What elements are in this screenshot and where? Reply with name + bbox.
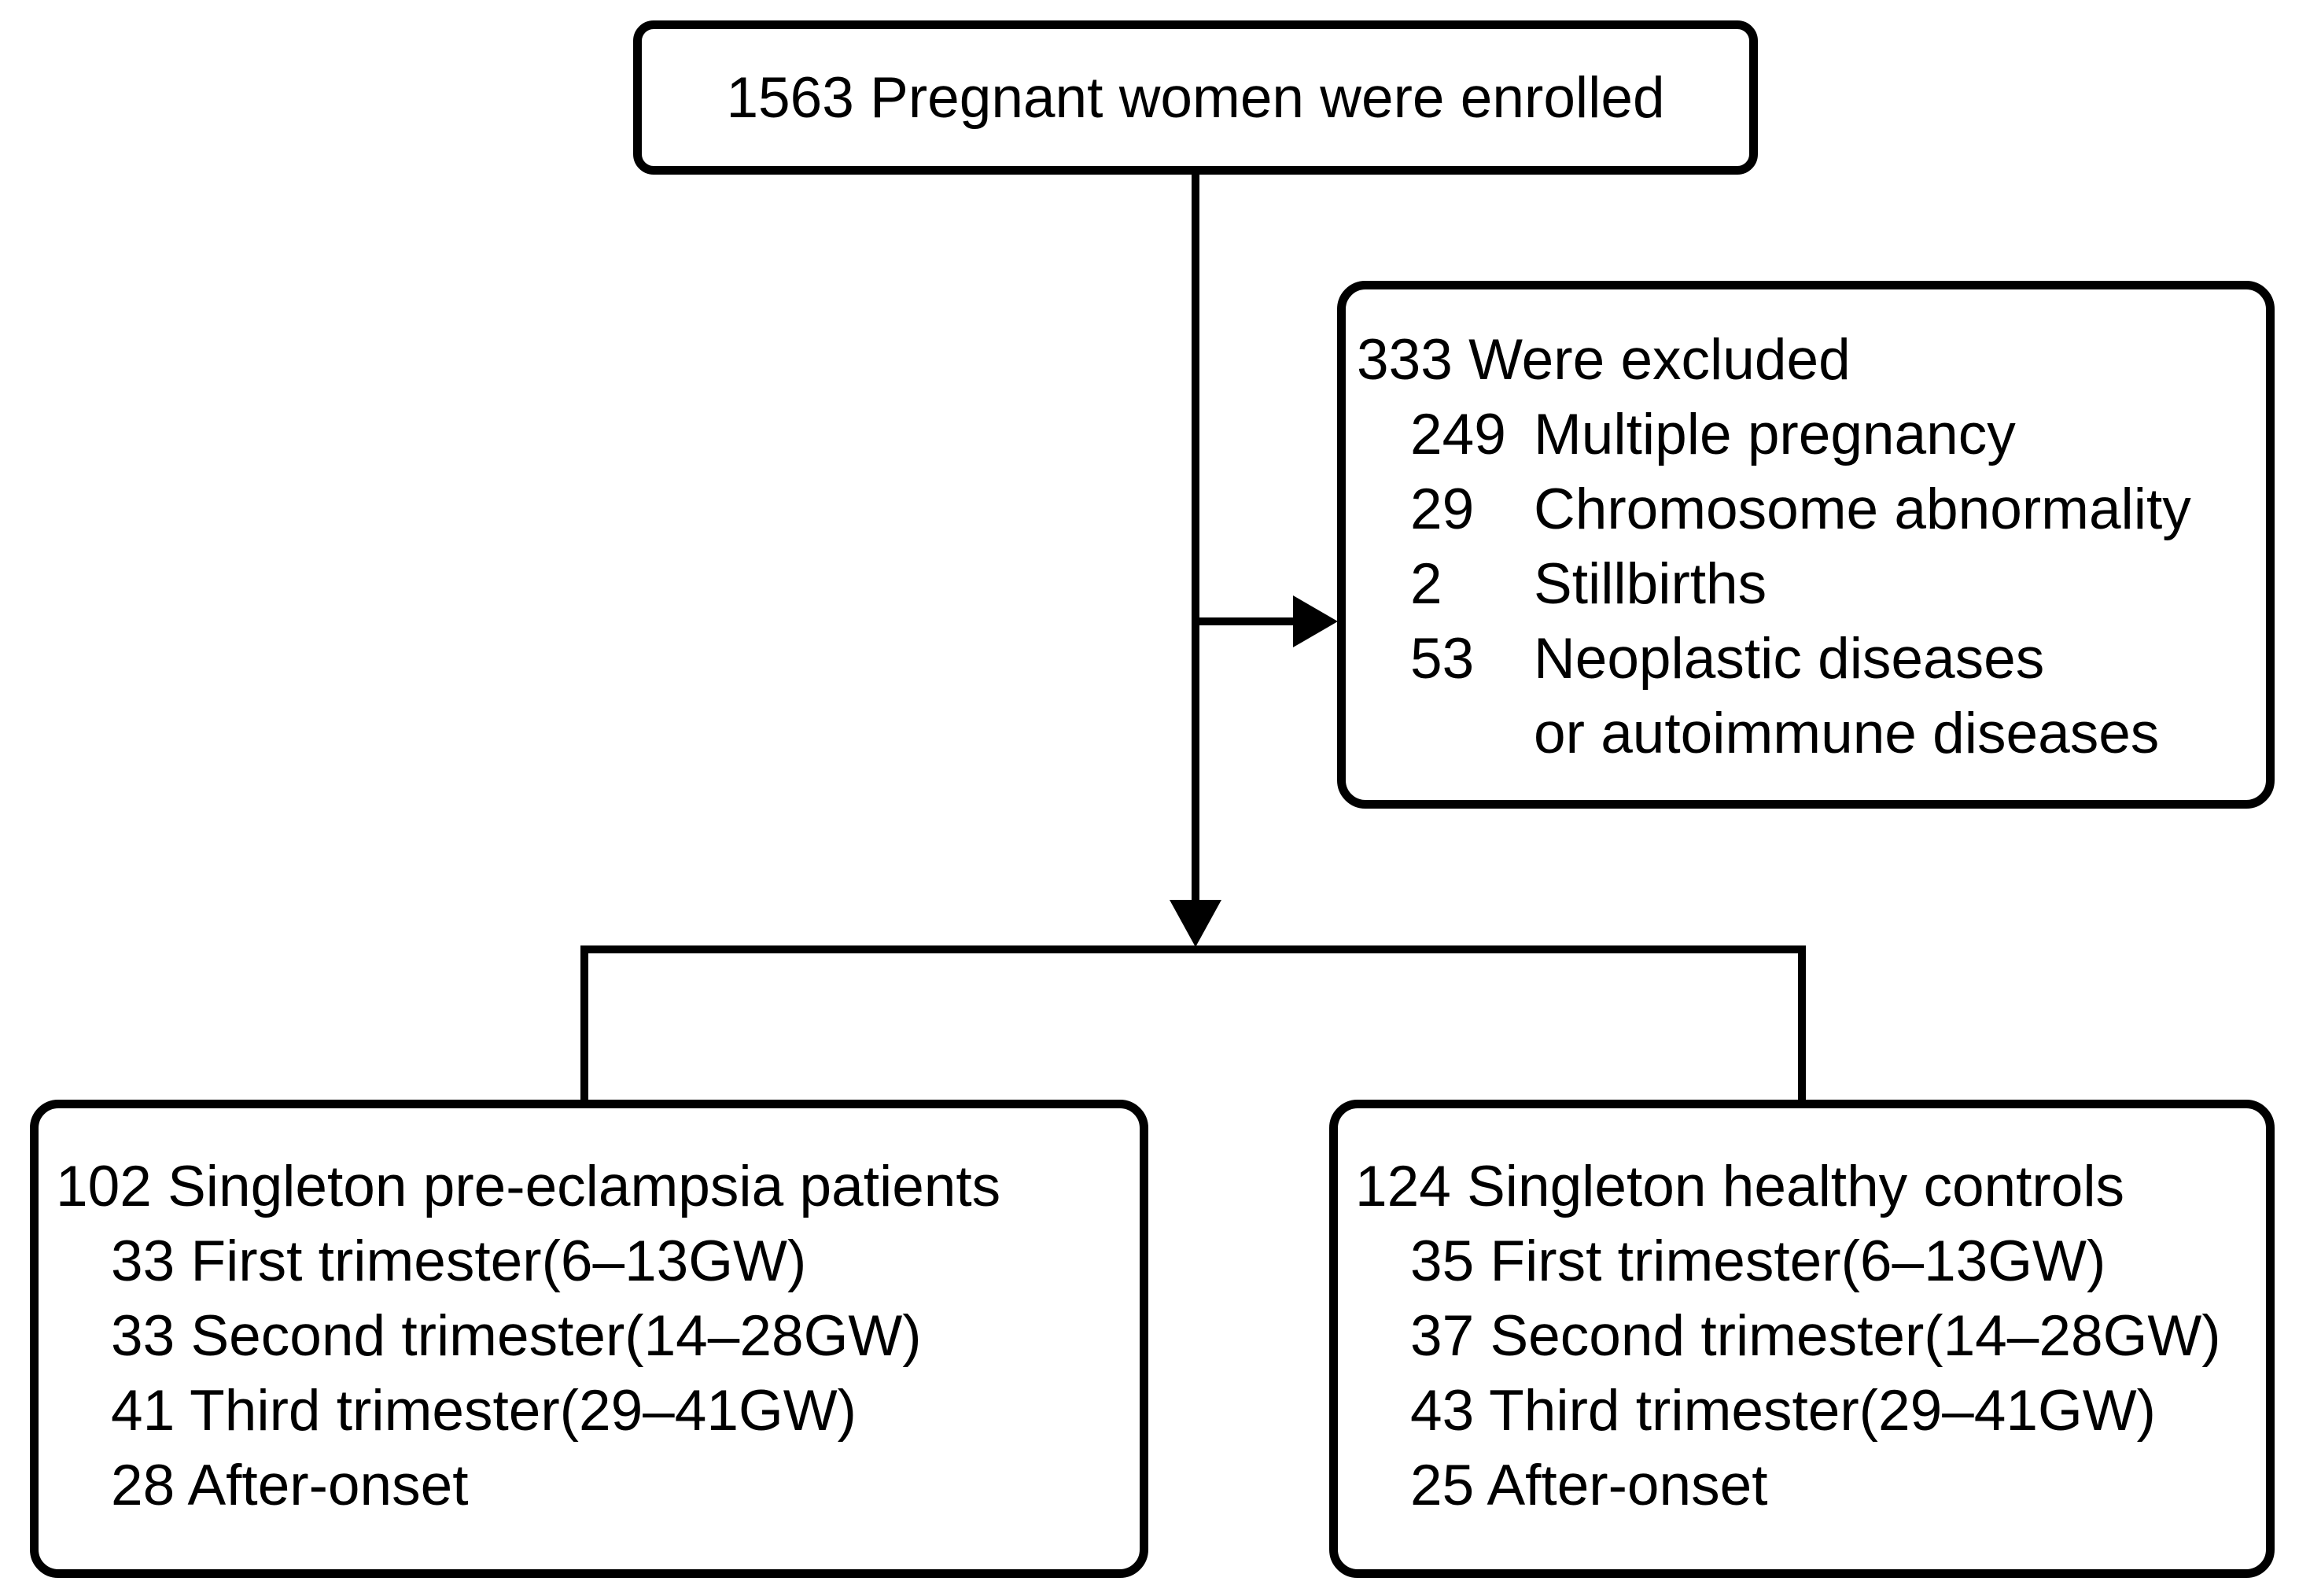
patients-item: 41 Third trimester(29–41GW) — [111, 1379, 857, 1443]
excluded-item-label: Neoplastic diseases — [1534, 627, 2045, 691]
excluded-item-count — [1410, 696, 1534, 771]
excluded-item-count: 53 — [1410, 627, 1475, 691]
excluded-item-label: Chromosome abnormality — [1534, 477, 2191, 541]
node-enrolled: 1563 Pregnant women were enrolled — [633, 20, 1758, 175]
controls-item: 43 Third trimester(29–41GW) — [1410, 1379, 2156, 1443]
excluded-item-count: 29 — [1410, 477, 1475, 541]
connector-branch-horizontal — [1196, 617, 1296, 625]
patients-item: 33 Second trimester(14–28GW) — [111, 1304, 922, 1368]
connector-stub-right — [1798, 945, 1806, 1108]
controls-item: 25 After-onset — [1410, 1454, 1768, 1517]
patients-item: 28 After-onset — [111, 1454, 469, 1517]
excluded-item-label: Stillbirths — [1534, 552, 1767, 616]
node-controls: 124 Singleton healthy controls 35 First … — [1329, 1100, 2275, 1578]
controls-item: 35 First trimester(6–13GW) — [1410, 1229, 2106, 1293]
excluded-item-count: 2 — [1410, 552, 1442, 616]
excluded-item-count: 249 — [1410, 403, 1506, 466]
connector-stub-left — [580, 945, 588, 1108]
node-patients: 102 Singleton pre-eclampsia patients 33 … — [30, 1100, 1148, 1578]
node-excluded: 333 Were excluded 249 Multiple pregnancy… — [1337, 281, 2275, 809]
excluded-item-label: Multiple pregnancy — [1534, 403, 2016, 466]
controls-item: 37 Second trimester(14–28GW) — [1410, 1304, 2221, 1368]
connector-split-horizontal — [580, 945, 1806, 953]
node-patients-heading: 102 Singleton pre-eclampsia patients — [56, 1155, 1001, 1218]
patients-item: 33 First trimester(6–13GW) — [111, 1229, 807, 1293]
arrow-down-icon — [1170, 900, 1221, 947]
node-excluded-heading: 333 Were excluded — [1357, 328, 1851, 392]
node-enrolled-text: 1563 Pregnant women were enrolled — [726, 65, 1665, 130]
connector-main-vertical — [1192, 174, 1199, 901]
arrow-right-icon — [1293, 595, 1338, 647]
node-controls-heading: 124 Singleton healthy controls — [1355, 1155, 2125, 1218]
excluded-item-label: or autoimmune diseases — [1534, 702, 2160, 765]
node-excluded-item-list: 249 Multiple pregnancy 29 Chromosome abn… — [1410, 397, 2253, 771]
